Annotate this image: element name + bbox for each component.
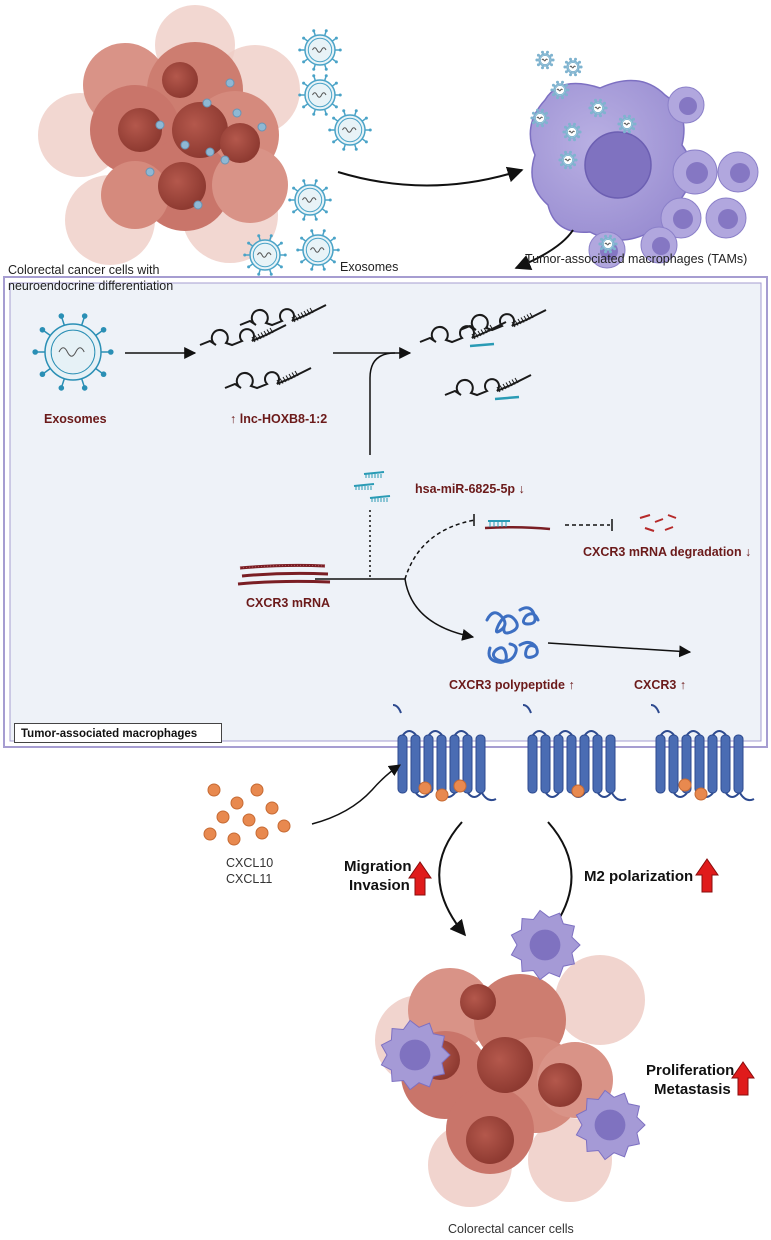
label-m2-polarization: M2 polarization <box>584 868 694 885</box>
label-bottom-cells: Colorectal cancer cells <box>448 1222 574 1236</box>
exosome-icon <box>288 179 332 221</box>
label-source-cells-line2: neuroendocrine differentiation <box>8 279 174 293</box>
small-macrophage <box>640 226 678 264</box>
up-arrow-proliferation-icon <box>731 1061 755 1096</box>
label-exosomes-inner: Exosomes <box>44 412 107 426</box>
arrow-migration-invasion <box>438 821 467 937</box>
arrow-mirna-join <box>369 352 396 455</box>
label-proliferation: Proliferation <box>646 1062 735 1079</box>
arrow-exosomes-to-tams <box>337 166 524 187</box>
label-mir-6825: hsa-miR-6825-5p ↓ <box>415 482 525 496</box>
cxcl-ligand <box>242 813 256 827</box>
label-lnc-hoxb8: ↑ lnc-HOXB8-1:2 <box>230 412 328 426</box>
exosome-icon <box>562 122 582 142</box>
colorectal-cancer-cells-cluster <box>38 5 300 265</box>
cxcl-ligand <box>250 783 264 797</box>
cxcr3-receptor <box>522 704 627 802</box>
exosome-icon <box>558 150 578 170</box>
label-cxcr3: CXCR3 ↑ <box>634 678 687 692</box>
exosome-icon <box>598 234 618 254</box>
cxcl-ligand <box>230 796 244 810</box>
cxcl-ligand <box>207 783 221 797</box>
cxcr3-receptor <box>650 704 755 802</box>
label-metastasis: Metastasis <box>654 1081 731 1098</box>
exosome-icon <box>328 109 372 151</box>
arrow-ligands-to-receptor <box>311 764 401 825</box>
small-macrophage <box>672 149 718 195</box>
exosome-icon <box>588 98 608 118</box>
exosome-inner-icon <box>32 313 114 391</box>
exosome-cluster-top <box>243 29 372 276</box>
label-tams: Tumor-associated macrophages (TAMs) <box>525 252 748 266</box>
exosome-icon <box>563 57 583 77</box>
cxcl-ligand <box>255 826 269 840</box>
label-exosomes-top: Exosomes <box>340 260 399 274</box>
cxcr3-polypeptide-icon <box>485 606 540 664</box>
lnc-rna-structures <box>199 304 327 390</box>
exosome-uptake-vesicles <box>530 50 637 254</box>
exosome-icon <box>298 74 342 116</box>
cxcl-ligand <box>216 810 230 824</box>
label-cxcl10: CXCL10 <box>226 856 274 870</box>
arrow-polypeptide-to-cxcr3 <box>547 642 692 658</box>
lnc-rna-bound-mirna <box>419 309 547 401</box>
spiky-macrophage <box>380 1019 451 1091</box>
mirna-bound-mrna <box>484 520 551 531</box>
cxcl-ligand <box>227 832 241 846</box>
bottom-macrophages <box>380 909 646 1161</box>
cxcl-ligand <box>277 819 291 833</box>
tumor-associated-macrophage-large <box>529 79 693 241</box>
small-macrophage <box>667 86 705 124</box>
label-migration: Migration <box>344 858 412 875</box>
exosome-icon <box>535 50 555 70</box>
exosome-icon <box>617 114 637 134</box>
cxcl-ligand <box>203 827 217 841</box>
exosome-icon <box>243 234 287 276</box>
mirna-icon <box>353 471 391 502</box>
exosome-icon <box>530 108 550 128</box>
cxcl-ligand <box>265 801 279 815</box>
cxcl-ligands <box>203 783 291 846</box>
label-invasion: Invasion <box>349 877 410 894</box>
up-arrow-migration-icon <box>408 861 432 896</box>
label-polypeptide: CXCR3 polypeptide ↑ <box>449 678 575 692</box>
small-macrophage <box>705 197 747 239</box>
label-tam-box: Tumor-associated macrophages <box>14 723 222 743</box>
spiky-macrophage <box>575 1089 646 1161</box>
dashed-path-to-degradation <box>404 519 476 580</box>
arrow-tams-to-panel <box>514 229 574 270</box>
small-macrophage <box>717 151 759 193</box>
label-cxcl11: CXCL11 <box>226 872 273 886</box>
exosome-icon <box>298 29 342 71</box>
cxcr3-receptor <box>392 704 497 802</box>
spiky-macrophage <box>510 909 581 981</box>
panel-inner <box>9 282 762 742</box>
panel-outer-border <box>3 276 768 748</box>
small-macrophage <box>660 197 702 239</box>
degraded-mrna-fragments <box>639 514 677 532</box>
label-cxcr3-mrna: CXCR3 mRNA <box>246 596 331 610</box>
cxcr3-receptors <box>392 704 755 802</box>
label-source-cells-line1: Colorectal cancer cells with <box>8 263 160 277</box>
arrow-mrna-to-polypeptide <box>404 578 475 641</box>
exosome-icon <box>296 229 340 271</box>
up-arrow-m2-icon <box>695 858 719 893</box>
exosome-icon <box>32 313 114 391</box>
exosome-icon <box>550 80 570 100</box>
label-degradation: CXCR3 mRNA degradation ↓ <box>583 545 752 559</box>
cxcr3-mrna-strands <box>237 563 331 586</box>
